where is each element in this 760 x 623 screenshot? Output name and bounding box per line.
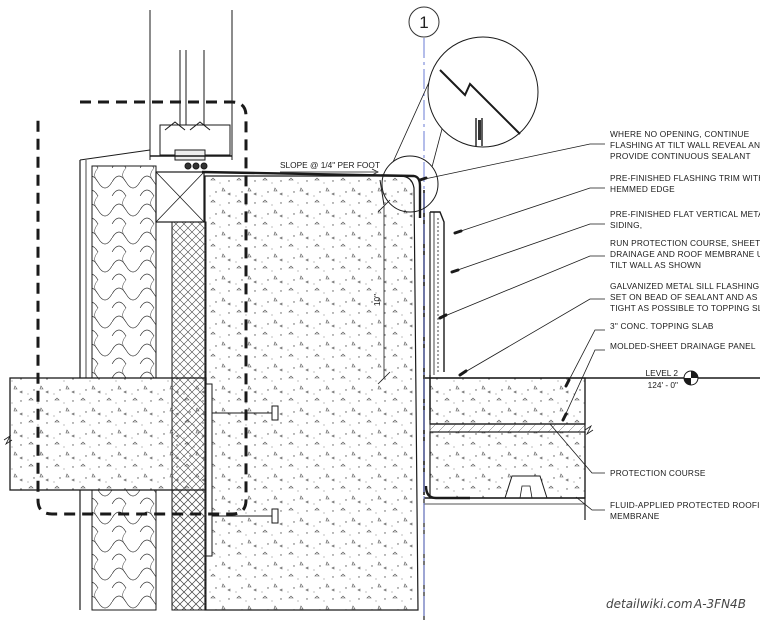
callout-note-9-line-2: MEMBRANE bbox=[610, 511, 660, 521]
callout-note-2-line-2: HEMMED EDGE bbox=[610, 184, 675, 194]
callout-note-4-line-3: TILT WALL AS SHOWN bbox=[610, 260, 701, 270]
callout-note-1-line-3: PROVIDE CONTINUOUS SEALANT bbox=[610, 151, 751, 161]
svg-text:1: 1 bbox=[419, 13, 428, 32]
wood-blocking bbox=[155, 171, 205, 223]
batt-insulation-lower bbox=[91, 489, 157, 611]
sill-flashing bbox=[424, 485, 470, 500]
topping-slab bbox=[429, 377, 586, 425]
callout-note-6-line-1: 3" CONC. TOPPING SLAB bbox=[610, 321, 714, 331]
callout-note-3-line-2: SIDING, bbox=[610, 220, 642, 230]
cmu-crosshatch-lower bbox=[171, 489, 207, 611]
watermark-site: detailwiki.com bbox=[606, 597, 693, 611]
embed-plate bbox=[205, 383, 213, 557]
callout-leaders bbox=[419, 143, 605, 511]
callout-note-7-line-1: MOLDED-SHEET DRAINAGE PANEL bbox=[610, 341, 756, 351]
leader-ticks bbox=[418, 176, 571, 422]
enlarged-area-boundary bbox=[36, 100, 248, 516]
grid-bubble: 1 bbox=[408, 6, 440, 38]
window-frame bbox=[149, 10, 233, 170]
svg-text:124' - 0": 124' - 0" bbox=[648, 380, 678, 390]
floor-slab bbox=[9, 377, 207, 491]
callout-note-5-line-3: TIGHT AS POSSIBLE TO TOPPING SLAB, bbox=[610, 303, 760, 313]
metal-deck bbox=[504, 475, 548, 499]
callout-note-4-line-2: DRAINAGE AND ROOF MEMBRANE UP bbox=[610, 249, 760, 259]
dimension-10-inch bbox=[377, 199, 391, 385]
batt-insulation-upper bbox=[91, 165, 157, 379]
callout-note-2-line-1: PRE-FINISHED FLASHING TRIM WITH bbox=[610, 173, 760, 183]
callout-note-5-line-1: GALVANIZED METAL SILL FLASHING. bbox=[610, 281, 760, 291]
callout-note-1-line-2: FLASHING AT TILT WALL REVEAL AND bbox=[610, 140, 760, 150]
embed-anchor-lower bbox=[212, 508, 279, 524]
drainage-panel bbox=[429, 423, 586, 433]
callout-note-8-line-1: PROTECTION COURSE bbox=[610, 468, 706, 478]
svg-text:LEVEL 2: LEVEL 2 bbox=[646, 368, 679, 378]
callout-note-3-line-1: PRE-FINISHED FLAT VERTICAL METAL bbox=[610, 209, 760, 219]
watermark-code: A-3FN4B bbox=[693, 597, 746, 611]
embed-anchor-upper bbox=[212, 405, 279, 421]
slope-note: SLOPE @ 1/4" PER FOOT bbox=[280, 160, 380, 170]
callout-note-9-line-1: FLUID-APPLIED PROTECTED ROOFING bbox=[610, 500, 760, 510]
sloped-flashing bbox=[201, 170, 422, 218]
structural-slab bbox=[429, 431, 586, 499]
callout-note-4-line-1: RUN PROTECTION COURSE, SHEET bbox=[610, 238, 760, 248]
callout-note-5-line-2: SET ON BEAD OF SEALANT AND AS bbox=[610, 292, 758, 302]
enlarged-detail-circle bbox=[381, 36, 539, 213]
level-marker: LEVEL 2 124' - 0" bbox=[646, 368, 699, 390]
callout-note-1-line-1: WHERE NO OPENING, CONTINUE bbox=[610, 129, 750, 139]
dimension-text: 10" bbox=[372, 294, 382, 306]
tilt-wall-concrete bbox=[204, 175, 419, 611]
